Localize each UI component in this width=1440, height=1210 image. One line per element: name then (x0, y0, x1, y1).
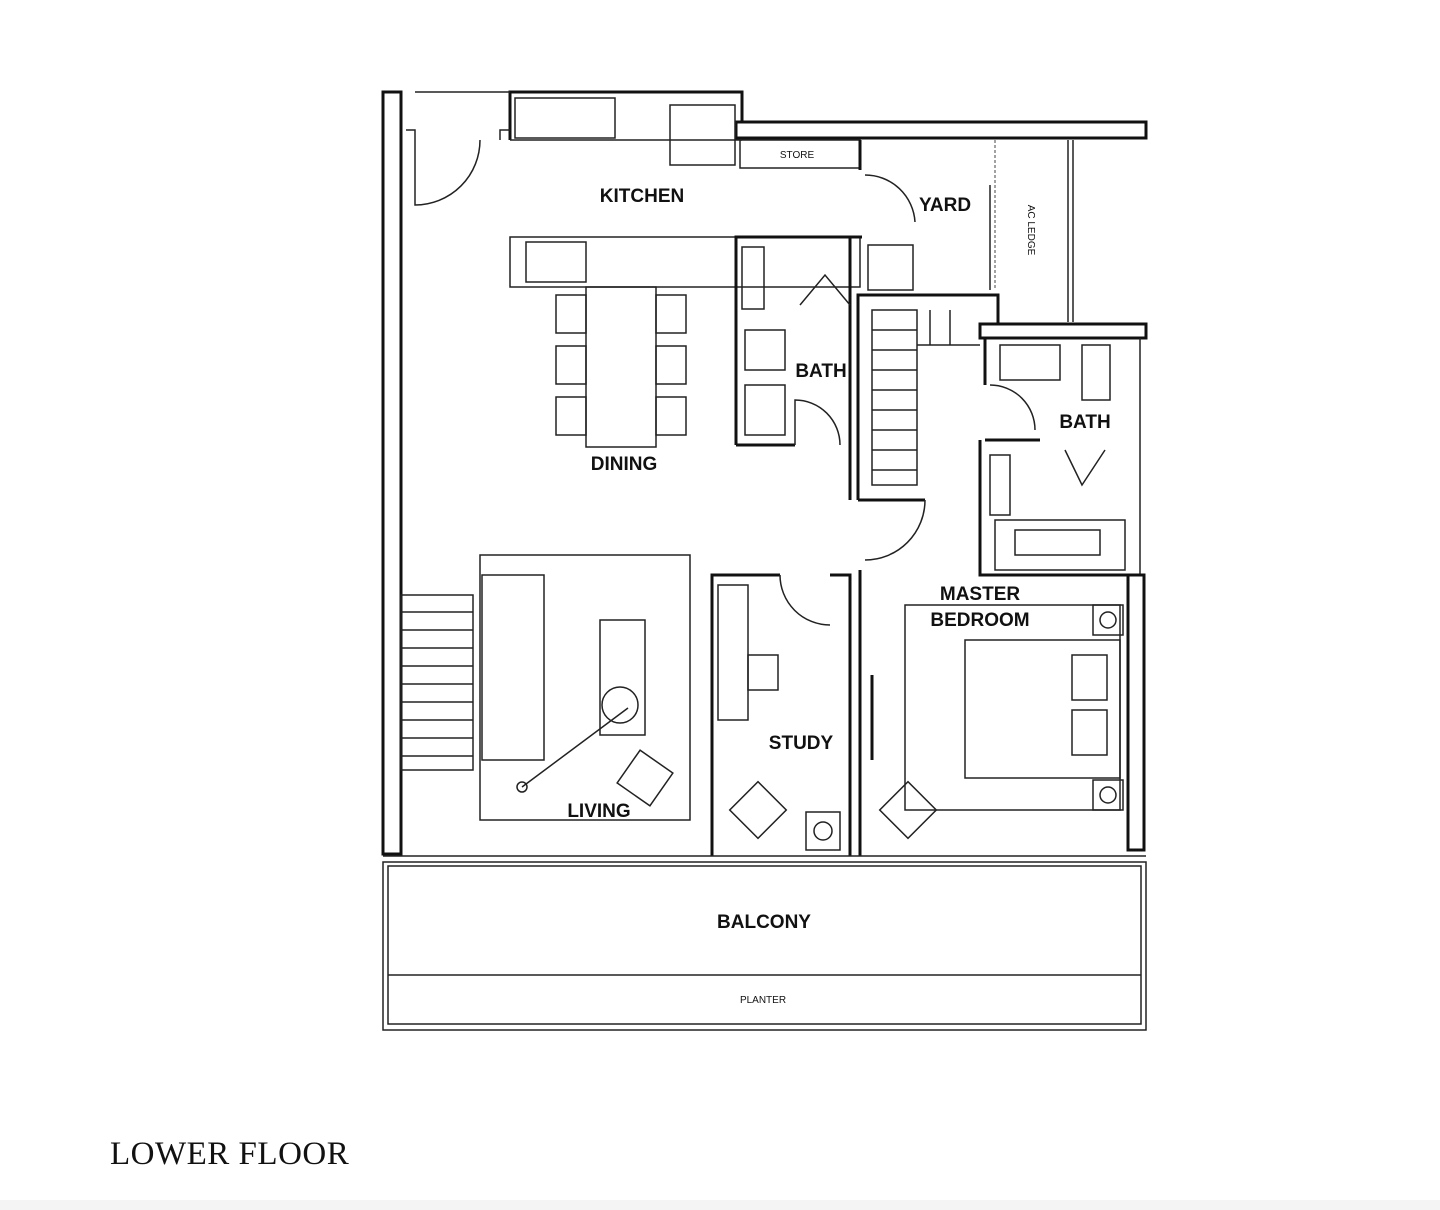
label-store: STORE (780, 150, 815, 161)
label-study: STUDY (769, 733, 834, 754)
label-master: MASTER (940, 584, 1021, 605)
label-yard: YARD (919, 195, 971, 216)
label-ac-ledge: AC LEDGE (1025, 205, 1036, 256)
bottom-divider (0, 1200, 1440, 1210)
room-labels: KITCHEN STORE YARD AC LEDGE BATH BATH DI… (567, 150, 1110, 1006)
floor-title: LOWER FLOOR (110, 1136, 350, 1172)
label-kitchen: KITCHEN (600, 186, 684, 207)
label-dining: DINING (591, 454, 658, 475)
label-balcony: BALCONY (717, 912, 811, 933)
label-living: LIVING (567, 801, 630, 822)
label-bath-common: BATH (795, 361, 846, 382)
label-bath-master: BATH (1059, 412, 1110, 433)
label-bedroom: BEDROOM (930, 610, 1029, 631)
walls (381, 90, 1148, 1031)
label-planter: PLANTER (740, 995, 786, 1006)
